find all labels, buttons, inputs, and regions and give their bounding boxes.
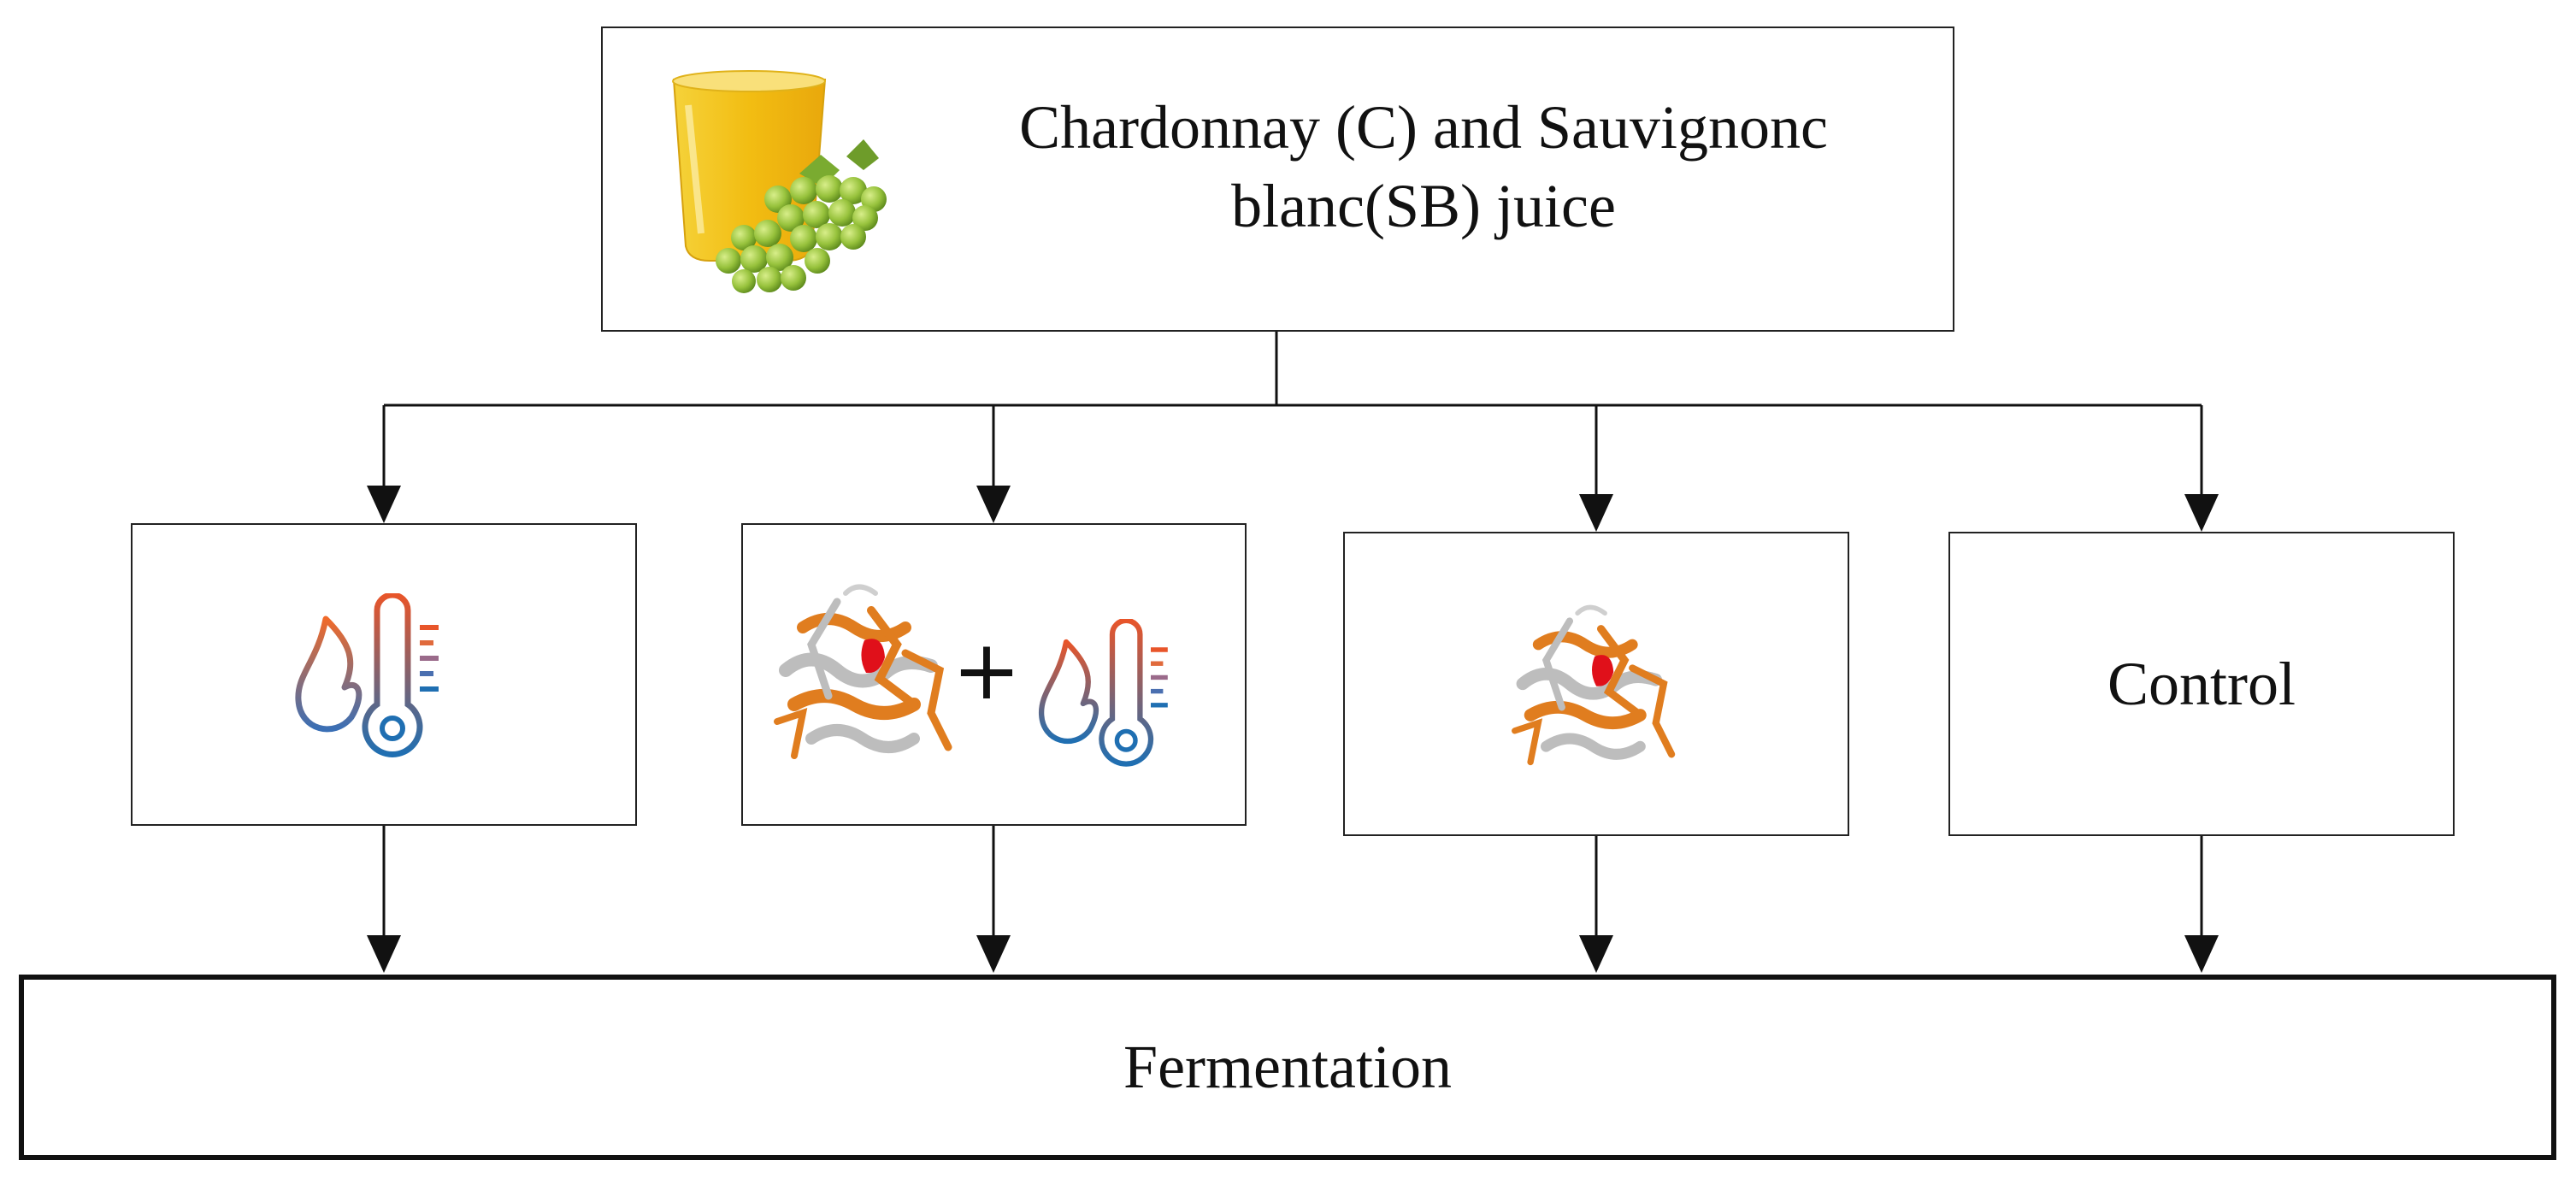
treatment-box-control: Control <box>1948 532 2455 836</box>
arrow-to-fermentation-1 <box>367 935 401 973</box>
treatment-box-enzyme <box>1343 532 1849 836</box>
flame-thermometer-icon <box>295 593 439 757</box>
source-juice-box: Chardonnay (C) and Sauvignonc blanc(SB) … <box>601 27 1954 332</box>
fermentation-box: Fermentation <box>19 975 2556 1160</box>
plus-sign: + <box>952 622 1022 718</box>
treatment-box-heat <box>131 523 637 826</box>
fermentation-label: Fermentation <box>1123 1033 1452 1101</box>
glass-of-juice-with-grapes-icon <box>672 70 887 293</box>
arrow-to-fermentation-2 <box>976 935 1011 973</box>
arrow-to-box-2 <box>976 486 1011 523</box>
control-label: Control <box>2107 649 2296 718</box>
arrow-to-box-1 <box>367 486 401 523</box>
source-title-line-2: blanc(SB) juice <box>1231 172 1616 240</box>
source-title: Chardonnay (C) and Sauvignonc blanc(SB) … <box>945 88 1902 245</box>
arrow-to-fermentation-4 <box>2184 935 2219 973</box>
flame-thermometer-icon <box>1039 619 1168 767</box>
protein-structure-icon <box>774 584 952 759</box>
treatment-box-enzyme-plus-heat: + <box>741 523 1247 826</box>
arrow-to-fermentation-3 <box>1579 935 1613 973</box>
arrow-to-box-4 <box>2184 494 2219 532</box>
protein-structure-icon <box>1512 604 1676 766</box>
arrow-to-box-3 <box>1579 494 1613 532</box>
source-title-line-1: Chardonnay (C) and Sauvignonc <box>1019 93 1828 162</box>
